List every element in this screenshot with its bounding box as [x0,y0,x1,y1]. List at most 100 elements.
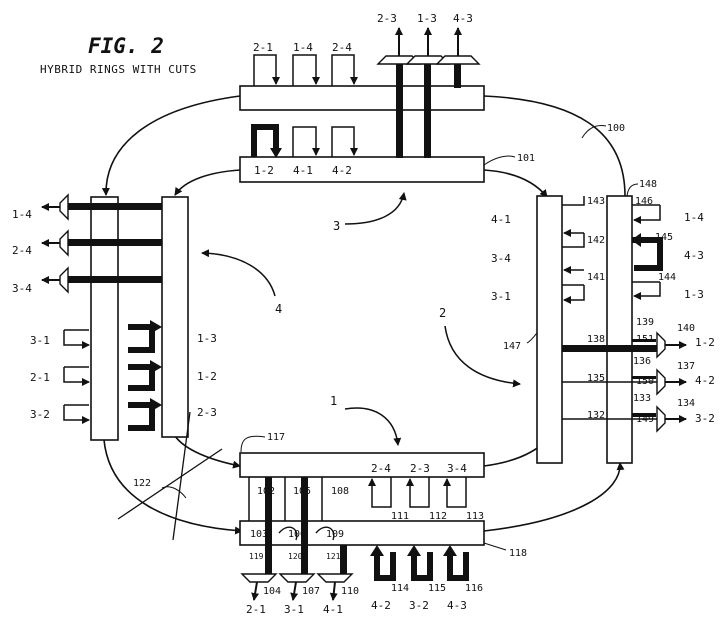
ref-146: 146 [635,196,653,207]
ring-flow-arrows [202,193,520,445]
bottom-inner-label-2-4: 2-4 [371,462,391,475]
bottom-input-label-4-2: 4-2 [371,599,391,612]
ref-121: 121 [326,552,341,561]
right-output-label-1-2: 1-2 [695,336,715,349]
bottom-output-label-2-1: 2-1 [246,603,266,616]
right-output-label-4-2: 4-2 [695,374,715,387]
bottom-inner-label-3-4: 3-4 [447,462,467,475]
left-inner-arrows [128,327,152,428]
top-node-outer-bar [240,86,484,110]
ref-122: 122 [133,478,151,489]
ref-104: 104 [263,586,281,597]
right-output-4-2-coupler [657,370,665,394]
left-inner-label-2-3: 2-3 [197,406,217,419]
left-output-label-3-4: 3-4 [12,282,32,295]
left-output-1-4-coupler [60,195,68,219]
right-inner-label-4-1: 4-1 [491,213,511,226]
ref-116: 116 [465,583,483,594]
right-drop-1-3-arrow [634,282,660,296]
ref-108: 108 [331,486,349,497]
ref-140: 140 [677,323,695,334]
top-output-label-1-3: 1-3 [417,12,437,25]
left-outputs [42,195,162,292]
left-input-arrows [64,330,89,420]
ref-120: 120 [288,552,303,561]
left-output-2-4-line [68,239,162,246]
left-input-label-3-2: 3-2 [30,408,50,421]
ref-144: 144 [658,272,676,283]
bottom-inner-3-4-arrow [447,477,466,507]
ring-number-3: 3 [333,219,340,233]
bottom-input-label-4-3: 4-3 [447,599,467,612]
left-output-label-2-4: 2-4 [12,244,32,257]
ref-109: 109 [326,529,344,540]
ring-number-labels: 1 2 3 4 [275,219,446,408]
right-inner-arrows [562,196,584,300]
ref-119: 119 [249,552,264,561]
ring-2-flow-arrow [445,326,520,384]
ref-132: 132 [587,410,605,421]
left-input-3-2-arrow [64,405,89,420]
right-node-inner-bar [537,196,562,463]
ref-114: 114 [391,583,409,594]
left-input-label-2-1: 2-1 [30,371,50,384]
bottom-output-label-3-1: 3-1 [284,603,304,616]
leader-lines [162,126,638,551]
ref-118: 118 [509,548,527,559]
ref-148: 148 [639,179,657,190]
left-input-2-1-arrow [64,367,89,382]
top-inner-4-2-arrow [332,127,354,157]
ref-150: 150 [636,376,654,387]
left-input-label-3-1: 3-1 [30,334,50,347]
ref-103: 103 [250,529,268,540]
bottom-output-3-1-coupler [280,574,314,582]
top-inner-label-4-1: 4-1 [293,164,313,177]
inner-ring-top-left-curve [175,170,240,195]
ref-145: 145 [655,232,673,243]
ref-105: 105 [293,486,311,497]
right-inner-label-3-4: 3-4 [491,252,511,265]
outer-ring-bottom-left-curve [104,440,242,531]
left-input-3-1-arrow [64,330,89,345]
bottom-node-outer-bar [240,521,484,545]
left-inner-1-2-arrow [128,367,152,388]
top-drop-label-2-4: 2-4 [332,41,352,54]
ring-number-4: 4 [275,302,282,316]
ref-134: 134 [677,398,695,409]
ref-139: 139 [636,317,654,328]
left-inner-1-3-arrow [128,327,152,350]
left-inner-2-3-arrow [128,405,152,428]
top-output-label-4-3: 4-3 [453,12,473,25]
ref-149: 149 [636,414,654,425]
top-drop-1-4-arrow [293,55,316,86]
ref-107: 107 [302,586,320,597]
ref-110: 110 [341,586,359,597]
left-output-label-1-4: 1-4 [12,208,32,221]
ref-143: 143 [587,196,605,207]
ref-138: 138 [587,334,605,345]
ref-133: 133 [633,393,651,404]
top-outer-drop-arrows [254,55,354,86]
top-node-inner-bar [240,157,484,182]
top-inner-label-1-2: 1-2 [254,164,274,177]
left-node-outer-bar [91,197,118,440]
right-inner-4-1-arrow [562,196,584,205]
bottom-inner-arrows [372,477,466,507]
ref-136: 136 [633,356,651,367]
right-inner-label-3-1: 3-1 [491,290,511,303]
ref-112: 112 [429,511,447,522]
right-drop-1-4-arrow [634,205,660,220]
inner-ring-top-right-curve [484,170,547,197]
top-inner-4-1-arrow [293,127,316,157]
bottom-input-label-3-2: 3-2 [409,599,429,612]
right-output-1-2-coupler [657,333,665,357]
ring-1-flow-arrow [345,408,398,445]
ring-number-2: 2 [439,306,446,320]
ring-number-1: 1 [330,394,337,408]
ref-147: 147 [503,341,521,352]
right-inner-3-4-arrow [562,233,584,247]
top-drop-label-2-1: 2-1 [253,41,273,54]
bottom-output-couplers [242,574,352,582]
right-output-label-3-2: 3-2 [695,412,715,425]
left-output-3-4-line [68,276,162,283]
